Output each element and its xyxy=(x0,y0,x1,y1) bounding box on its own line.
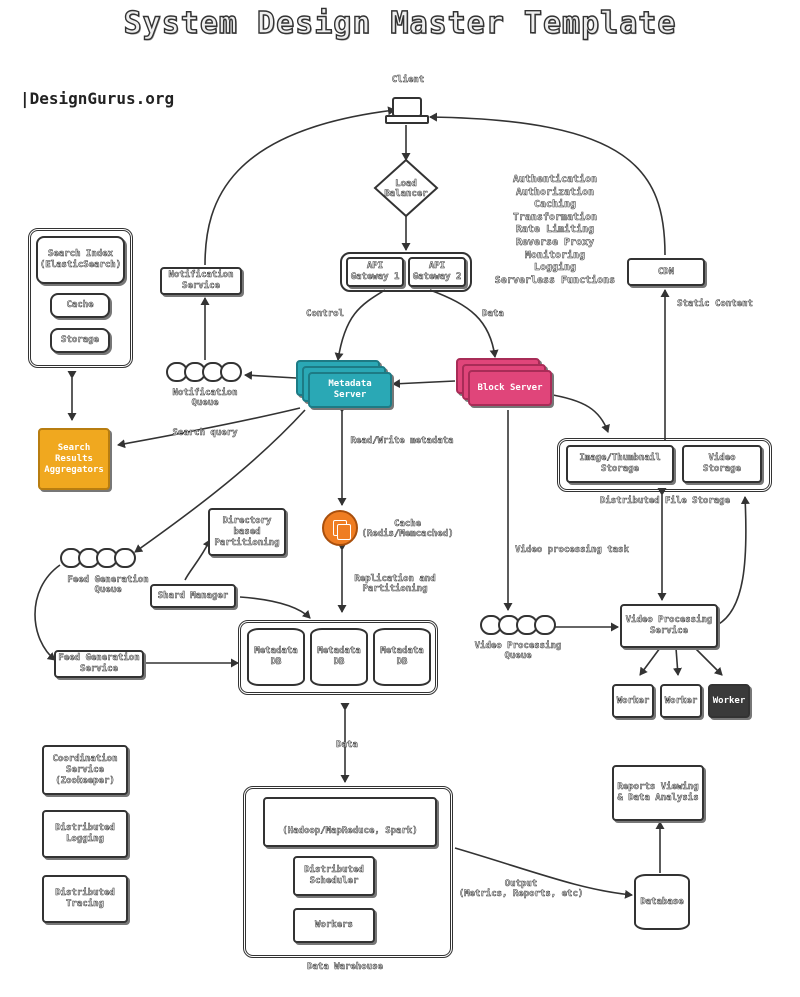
metadata-db-3[interactable]: Metadata DB xyxy=(373,628,431,686)
image-thumbnail-storage-node[interactable]: Image/Thumbnail Storage xyxy=(566,445,674,483)
metadata-server-node[interactable]: Metadata Server xyxy=(308,372,392,408)
edge-label-read-write-metadata: Read/Write metadata xyxy=(350,436,454,447)
edge-label-video-processing-task: Video processing task xyxy=(515,545,629,556)
distributed-file-storage-group xyxy=(557,438,772,492)
distributed-logging-node[interactable]: Distributed Logging xyxy=(42,810,128,858)
metadata-db-group xyxy=(238,620,438,695)
distributed-tracing-node[interactable]: Distributed Tracing xyxy=(42,875,128,923)
edge-shard-db xyxy=(239,596,311,619)
coordination-service-node[interactable]: Coordination Service (Zookeeper) xyxy=(42,745,128,795)
edge-vps-worker2 xyxy=(672,647,682,676)
edge-gateway-metadata xyxy=(334,289,386,361)
edge-block-metadata xyxy=(392,379,456,389)
edge-vps-worker3 xyxy=(694,647,723,676)
reports-viewing-node[interactable]: Reports Viewing & Data Analysis xyxy=(612,765,704,821)
edge-block-filestorage xyxy=(546,393,610,433)
edge-label-output: Output (Metrics, Reports, etc) xyxy=(458,879,584,900)
edge-vps-worker1 xyxy=(639,647,661,676)
edge-notification-client xyxy=(204,106,396,266)
video-processing-service-node[interactable]: Video Processing Service xyxy=(620,604,718,648)
worker-3-node[interactable]: Worker xyxy=(708,684,750,718)
search-cache-node[interactable]: Cache xyxy=(50,293,110,318)
big-data-processing-node[interactable]: (Hadoop/MapReduce, Spark) xyxy=(263,797,437,847)
video-processing-queue-shape xyxy=(480,615,556,635)
video-processing-queue-label: Video Processing Queue xyxy=(474,641,562,662)
edge-shard-directory xyxy=(184,539,211,581)
gateway-feature-item: Transformation xyxy=(512,211,598,223)
edge-metadata-search xyxy=(117,407,301,449)
gateway-feature-item: Serverless Functions xyxy=(494,274,616,286)
gateway-feature-item: Caching xyxy=(533,199,577,211)
metadata-db-1[interactable]: Metadata DB xyxy=(247,628,305,686)
api-gateway-2[interactable]: API Gateway 2 xyxy=(408,257,466,287)
load-balancer-shape xyxy=(373,158,439,218)
search-results-aggregators-node[interactable]: Search Results Aggregators xyxy=(38,428,110,490)
edge-warehouse-database xyxy=(454,847,633,899)
edge-label-data-top: Data xyxy=(482,309,504,320)
search-index-node[interactable]: Search Index (ElasticSearch) xyxy=(36,236,125,284)
page-title: System Design Master Template xyxy=(123,5,677,41)
notification-queue-shape xyxy=(166,362,242,382)
edge-label-search-query: Search query xyxy=(172,428,238,439)
gateway-feature-item: Monitoring xyxy=(524,249,586,261)
load-balancer-label: Load Balancer xyxy=(384,179,428,200)
edge-label-data-bottom: Data xyxy=(336,740,358,751)
edge-feedqueue-feedservice xyxy=(34,564,61,661)
notification-queue-label: Notification Queue xyxy=(172,388,238,409)
dw-workers-node[interactable]: Workers xyxy=(293,908,375,943)
feed-generation-queue-label: Feed Generation Queue xyxy=(67,575,149,596)
cache-icon xyxy=(322,510,358,546)
brand-label: |DesignGurus.org xyxy=(20,89,175,108)
edge-label-replication-partitioning: Replication and Partitioning xyxy=(354,574,436,595)
gateway-feature-item: Reverse Proxy xyxy=(515,236,595,248)
feed-generation-queue-shape xyxy=(60,548,136,568)
search-group xyxy=(28,228,133,368)
edge-metadata-notqueue xyxy=(244,370,297,380)
cache-redis-label: Cache (Redis/Memcached) xyxy=(361,519,454,540)
edge-gateway-block xyxy=(429,289,499,358)
data-warehouse-label: Data Warehouse xyxy=(307,962,383,973)
edge-cdn-client xyxy=(429,112,666,256)
gateway-feature-item: Logging xyxy=(533,262,577,274)
gateway-feature-item: Rate Limiting xyxy=(515,224,595,236)
search-storage-node[interactable]: Storage xyxy=(50,328,110,353)
api-gateway-group xyxy=(340,252,472,292)
shard-manager-node[interactable]: Shard Manager xyxy=(150,584,236,608)
gateway-feature-item: Authorization xyxy=(515,186,595,198)
gateway-feature-item: Authentication xyxy=(512,174,598,185)
worker-1-node[interactable]: Worker xyxy=(612,684,654,718)
directory-partitioning-node[interactable]: Directory based Partitioning xyxy=(208,508,286,556)
edge-vps-videostorage xyxy=(716,496,750,626)
edge-metadata-feedqueue xyxy=(134,409,306,553)
metadata-db-2[interactable]: Metadata DB xyxy=(310,628,368,686)
cdn-node[interactable]: CDN xyxy=(627,258,705,286)
database-node[interactable]: Database xyxy=(634,874,690,930)
distributed-file-storage-label: Distributed File Storage xyxy=(599,496,731,507)
client-icon xyxy=(385,97,429,124)
edge-label-static-content: Static Content xyxy=(677,299,753,310)
notification-service-node[interactable]: Notification Service xyxy=(160,267,242,295)
video-storage-node[interactable]: Video Storage xyxy=(682,445,762,483)
feed-generation-service-node[interactable]: Feed Generation Service xyxy=(54,650,144,678)
distributed-scheduler-node[interactable]: Distributed Scheduler xyxy=(293,856,375,896)
client-label: Client xyxy=(391,75,425,86)
worker-2-node[interactable]: Worker xyxy=(660,684,702,718)
api-gateway-1[interactable]: API Gateway 1 xyxy=(346,257,404,287)
block-server-node[interactable]: Block Server xyxy=(468,370,552,406)
data-warehouse-group xyxy=(243,786,453,958)
edge-label-control: Control xyxy=(306,309,344,320)
